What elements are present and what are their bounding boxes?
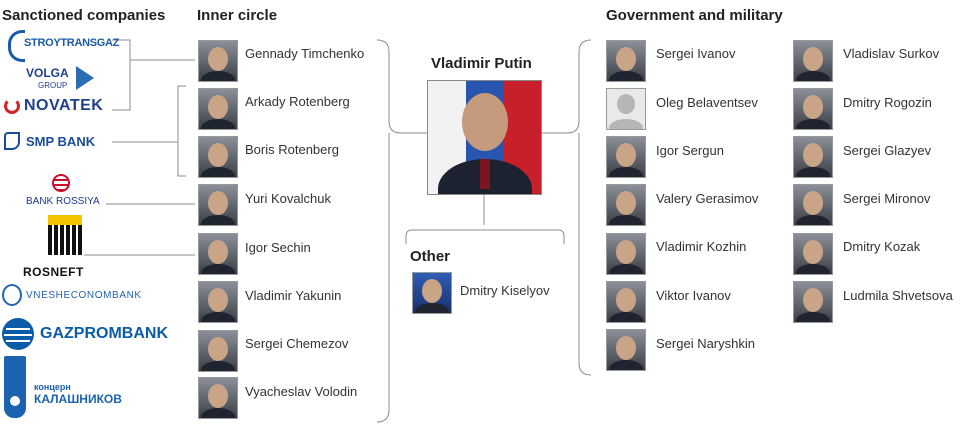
vnesheconombank-emblem-icon [2, 284, 22, 306]
government-photo [606, 136, 646, 178]
government-name: Sergei Mironov [843, 191, 931, 206]
government-photo [606, 281, 646, 323]
bank-rossiya-globe-icon [52, 174, 70, 192]
stroytransgaz-logo: STROYTRANSGAZ [8, 28, 119, 62]
inner-circle-name: Gennady Timchenko [245, 46, 365, 61]
government-photo [793, 184, 833, 226]
other-photo [412, 272, 452, 314]
government-name: Vladislav Surkov [843, 46, 940, 61]
inner-circle-photo [198, 233, 238, 275]
inner-circle-photo [198, 330, 238, 372]
government-military-heading: Government and military [606, 7, 783, 24]
government-name: Vladimir Kozhin [656, 239, 747, 254]
inner-circle-photo [198, 281, 238, 323]
rosneft-logo: ROSNEFT [20, 213, 116, 279]
gazprombank-text: GAZPROMBANK [40, 325, 168, 342]
government-photo [606, 233, 646, 275]
volga-group-text: VOLGA [26, 66, 69, 80]
gazprombank-logo: GAZPROMBANK [2, 318, 170, 352]
volga-group-sub-text: GROUP [38, 81, 68, 90]
government-photo [606, 184, 646, 226]
other-heading: Other [410, 248, 451, 265]
government-photo [793, 88, 833, 130]
inner-circle-photo [198, 377, 238, 419]
government-name: Igor Sergun [656, 143, 724, 158]
inner-circle-name: Boris Rotenberg [245, 142, 339, 157]
government-photo-placeholder [606, 88, 646, 130]
smp-bank-emblem-icon [4, 132, 20, 150]
other-name: Dmitry Kiselyov [460, 283, 550, 298]
novatek-swoosh-icon [4, 98, 20, 114]
smp-bank-logo: SMP BANK [4, 130, 114, 154]
inner-circle-name: Sergei Chemezov [245, 336, 349, 351]
government-name: Sergei Ivanov [656, 46, 736, 61]
inner-circle-photo [198, 136, 238, 178]
government-name: Sergei Naryshkin [656, 336, 755, 351]
inner-circle-name: Vladimir Yakunin [245, 288, 342, 303]
volga-group-logo: VOLGA GROUP [24, 62, 104, 92]
government-photo [606, 40, 646, 82]
government-name: Ludmila Shvetsova [843, 288, 953, 303]
government-photo [793, 233, 833, 275]
government-photo [793, 281, 833, 323]
government-name: Oleg Belaventsev [656, 95, 758, 110]
inner-circle-photo [198, 40, 238, 82]
stroytransgaz-emblem-icon [8, 30, 25, 62]
inner-circle-photo [198, 88, 238, 130]
vnesheconombank-logo: VNESHECONOMBANK [2, 284, 170, 308]
government-name: Dmitry Kozak [843, 239, 921, 254]
government-photo [793, 40, 833, 82]
kalashnikov-text: КАЛАШНИКОВ [34, 392, 122, 406]
government-name: Viktor Ivanov [656, 288, 731, 303]
inner-circle-heading: Inner circle [197, 7, 278, 24]
government-photo [606, 329, 646, 371]
government-name: Valery Gerasimov [656, 191, 759, 206]
putin-name: Vladimir Putin [431, 55, 532, 72]
stroytransgaz-text: STROYTRANSGAZ [24, 37, 120, 49]
inner-circle-name: Arkady Rotenberg [245, 94, 350, 109]
government-name: Dmitry Rogozin [843, 95, 932, 110]
inner-circle-name: Igor Sechin [245, 240, 311, 255]
gazprombank-globe-icon [2, 318, 34, 350]
smp-bank-text: SMP BANK [26, 134, 96, 149]
novatek-text: NOVATEK [24, 97, 104, 114]
rosneft-text: ROSNEFT [23, 265, 84, 279]
rosneft-emblem-icon [48, 215, 82, 255]
novatek-logo: NOVATEK [4, 94, 124, 118]
bank-rossiya-text: BANK ROSSIYA [26, 196, 100, 207]
inner-circle-photo [198, 184, 238, 226]
volga-arrow-icon [76, 66, 94, 90]
kalashnikov-emblem-icon [4, 356, 26, 418]
government-name: Sergei Glazyev [843, 143, 932, 158]
vnesheconombank-text: VNESHECONOMBANK [26, 290, 142, 301]
kalashnikov-logo: концерн КАЛАШНИКОВ [2, 356, 170, 422]
inner-circle-name: Vyacheslav Volodin [245, 384, 358, 399]
inner-circle-name: Yuri Kovalchuk [245, 191, 331, 206]
government-photo [793, 136, 833, 178]
putin-photo [427, 80, 542, 195]
bank-rossiya-logo: BANK ROSSIYA [22, 174, 108, 210]
kalashnikov-top-text: концерн [34, 382, 71, 392]
sanctioned-companies-heading: Sanctioned companies [2, 7, 166, 24]
